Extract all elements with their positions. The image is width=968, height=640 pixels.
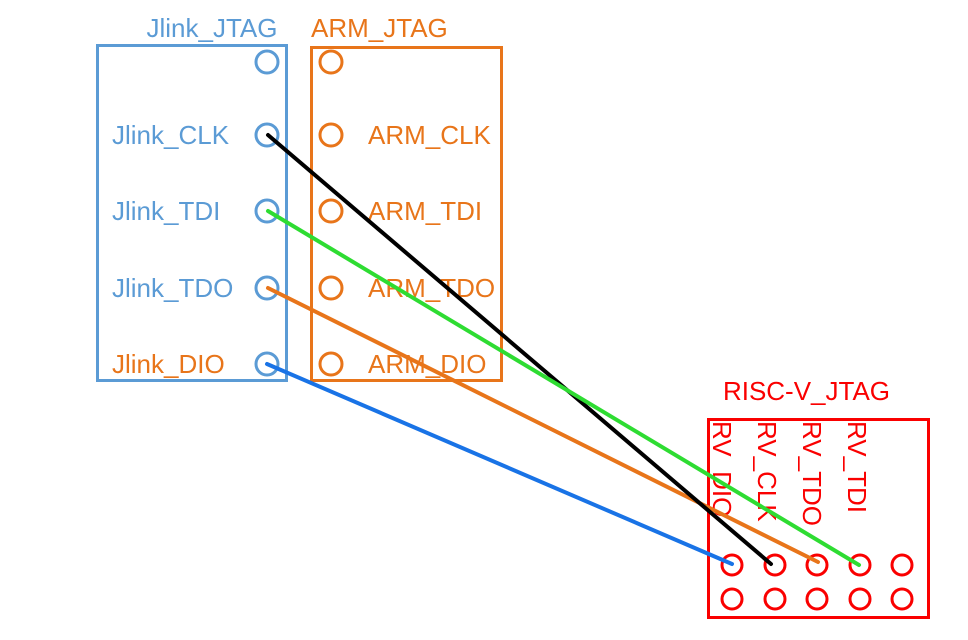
pin-label-rv-tdi: RV_TDI [842,421,872,513]
pin-label-arm-tdo: ARM_TDO [368,273,496,303]
pin-label-jlink-clk: Jlink_CLK [112,120,230,150]
wire-Jlink_DIO-to-RV_DIO [265,362,734,566]
pin-label-rv-tdo: RV_TDO [797,421,827,526]
pin-label-arm-tdi: ARM_TDI [368,196,483,226]
pin-label-jlink-dio: Jlink_DIO [112,349,225,379]
pin-label-rv-clk: RV_CLK [752,421,782,522]
riscv-title: RISC-V_JTAG [722,376,891,406]
arm-title: ARM_JTAG [311,13,448,43]
pin-label-jlink-tdo: Jlink_TDO [112,273,234,303]
pin-label-jlink-tdi: Jlink_TDI [112,196,221,226]
pin-label-arm-clk: ARM_CLK [368,120,491,150]
pin-label-arm-dio: ARM_DIO [368,349,487,379]
pin-label-rv-dio: RV_DIO [707,421,737,518]
jlink-title: Jlink_JTAG [146,13,278,43]
